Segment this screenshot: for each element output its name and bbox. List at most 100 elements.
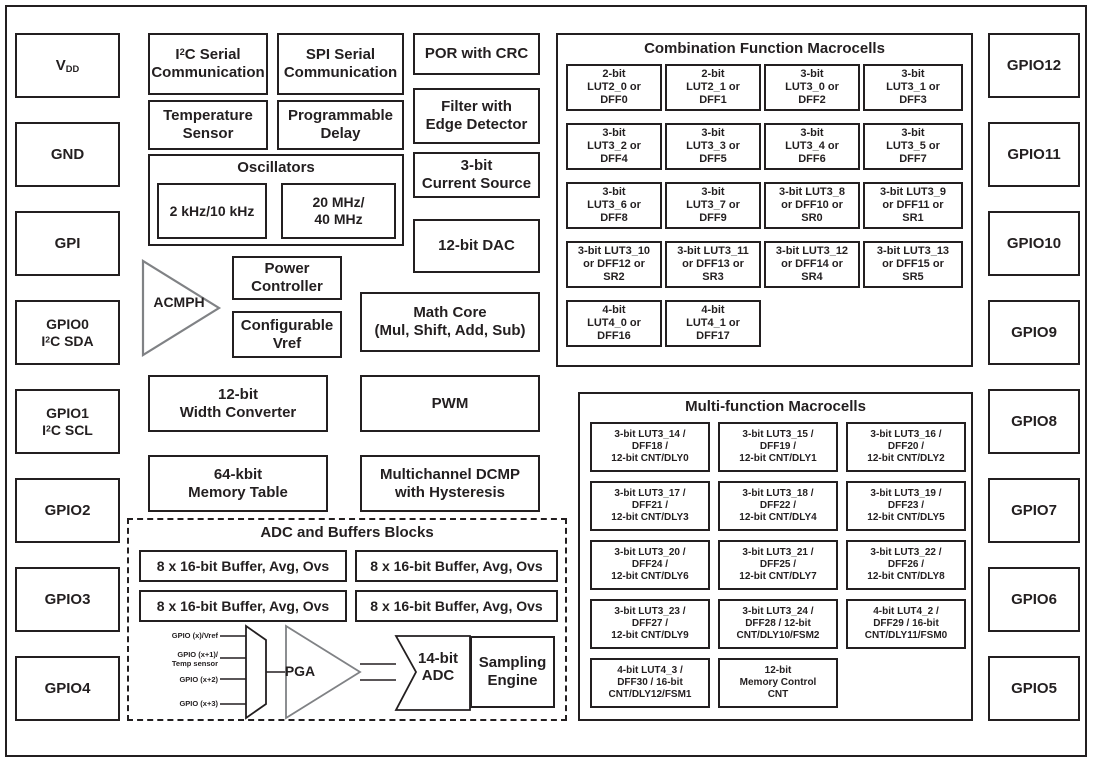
block-oscillator-high[interactable]: 20 MHz/ 40 MHz — [281, 183, 396, 239]
pin-gpi-label: GPI — [54, 234, 81, 252]
block-por-with-crc[interactable]: POR with CRC — [413, 33, 540, 75]
macrocell-lut2-0[interactable]: 2-bit LUT2_0 or DFF0 — [566, 64, 662, 111]
macrocell-label: 3-bit LUT3_4 or DFF6 — [785, 127, 839, 165]
macrocell-lut3-13[interactable]: 3-bit LUT3_13 or DFF15 or SR5 — [863, 241, 963, 288]
macrocell-lut3-3[interactable]: 3-bit LUT3_3 or DFF5 — [665, 123, 761, 170]
block-programmable-delay[interactable]: Programmable Delay — [277, 100, 404, 150]
mf-macrocell-lut3-20[interactable]: 3-bit LUT3_20 / DFF24 / 12-bit CNT/DLY6 — [590, 540, 710, 590]
mf-macrocell-lut3-16[interactable]: 3-bit LUT3_16 / DFF20 / 12-bit CNT/DLY2 — [846, 422, 966, 472]
block-acmph-comparator[interactable] — [140, 258, 222, 358]
macrocell-lut3-10[interactable]: 3-bit LUT3_10 or DFF12 or SR2 — [566, 241, 662, 288]
mf-macrocell-label: 3-bit LUT3_20 / DFF24 / 12-bit CNT/DLY6 — [611, 547, 689, 582]
block-oscillator-low[interactable]: 2 kHz/10 kHz — [157, 183, 267, 239]
pin-gpio6[interactable]: GPIO6 — [988, 567, 1080, 632]
mf-macrocell-lut3-15[interactable]: 3-bit LUT3_15 / DFF19 / 12-bit CNT/DLY1 — [718, 422, 838, 472]
block-filter-with-edge-detector-label: Filter with Edge Detector — [425, 98, 528, 133]
pin-gnd-label: GND — [50, 145, 85, 163]
mf-macrocell-lut4-2[interactable]: 4-bit LUT4_2 / DFF29 / 16-bit CNT/DLY11/… — [846, 599, 966, 649]
macrocell-lut3-2[interactable]: 3-bit LUT3_2 or DFF4 — [566, 123, 662, 170]
block-multichannel-dcmp[interactable]: Multichannel DCMP with Hysteresis — [360, 455, 540, 512]
block-por-with-crc-label: POR with CRC — [424, 45, 529, 63]
pin-vdd-label: VDD — [55, 56, 80, 74]
mf-macrocell-lut3-23[interactable]: 3-bit LUT3_23 / DFF27 / 12-bit CNT/DLY9 — [590, 599, 710, 649]
macrocell-label: 3-bit LUT3_5 or DFF7 — [886, 127, 940, 165]
mf-macrocell-lut3-24[interactable]: 3-bit LUT3_24 / DFF28 / 12-bit CNT/DLY10… — [718, 599, 838, 649]
macrocell-lut3-7[interactable]: 3-bit LUT3_7 or DFF9 — [665, 182, 761, 229]
macrocell-lut4-1[interactable]: 4-bit LUT4_1 or DFF17 — [665, 300, 761, 347]
pin-gpio10[interactable]: GPIO10 — [988, 211, 1080, 276]
adc-buffer-0[interactable]: 8 x 16-bit Buffer, Avg, Ovs — [139, 550, 347, 582]
group-multifunction-title: Multi-function Macrocells — [685, 398, 866, 415]
pin-gpio3[interactable]: GPIO3 — [15, 567, 120, 632]
pin-gpio11-label: GPIO11 — [1007, 145, 1061, 163]
mf-macrocell-lut3-22[interactable]: 3-bit LUT3_22 / DFF26 / 12-bit CNT/DLY8 — [846, 540, 966, 590]
macrocell-lut3-6[interactable]: 3-bit LUT3_6 or DFF8 — [566, 182, 662, 229]
block-spi-serial-communication[interactable]: SPI Serial Communication — [277, 33, 404, 95]
pin-gpio5[interactable]: GPIO5 — [988, 656, 1080, 721]
block-sampling-engine[interactable]: Sampling Engine — [470, 636, 555, 708]
mf-macrocell-memory-control-cnt[interactable]: 12-bit Memory Control CNT — [718, 658, 838, 708]
mf-macrocell-lut3-18[interactable]: 3-bit LUT3_18 / DFF22 / 12-bit CNT/DLY4 — [718, 481, 838, 531]
macrocell-lut3-8[interactable]: 3-bit LUT3_8 or DFF10 or SR0 — [764, 182, 860, 229]
macrocell-lut3-11[interactable]: 3-bit LUT3_11 or DFF13 or SR3 — [665, 241, 761, 288]
pin-gpio11[interactable]: GPIO11 — [988, 122, 1080, 187]
macrocell-lut3-4[interactable]: 3-bit LUT3_4 or DFF6 — [764, 123, 860, 170]
pin-vdd[interactable]: VDD — [15, 33, 120, 98]
block-math-core[interactable]: Math Core (Mul, Shift, Add, Sub) — [360, 292, 540, 352]
macrocell-lut3-0[interactable]: 3-bit LUT3_0 or DFF2 — [764, 64, 860, 111]
block-configurable-vref[interactable]: Configurable Vref — [232, 311, 342, 358]
pin-gpio3-label: GPIO3 — [44, 590, 91, 608]
pin-gpio12[interactable]: GPIO12 — [988, 33, 1080, 98]
pin-gpio9-label: GPIO9 — [1011, 323, 1057, 341]
mf-macrocell-label: 3-bit LUT3_23 / DFF27 / 12-bit CNT/DLY9 — [611, 606, 689, 641]
block-pwm-label: PWM — [431, 394, 469, 412]
macrocell-lut4-0[interactable]: 4-bit LUT4_0 or DFF16 — [566, 300, 662, 347]
mf-macrocell-lut4-3[interactable]: 4-bit LUT4_3 / DFF30 / 16-bit CNT/DLY12/… — [590, 658, 710, 708]
macrocell-lut3-5[interactable]: 3-bit LUT3_5 or DFF7 — [863, 123, 963, 170]
mf-macrocell-label: 4-bit LUT4_2 / DFF29 / 16-bit CNT/DLY11/… — [864, 606, 948, 641]
macrocell-label: 3-bit LUT3_10 or DFF12 or SR2 — [577, 245, 651, 283]
pin-gpio12-label: GPIO12 — [1006, 56, 1062, 74]
macrocell-lut2-1[interactable]: 2-bit LUT2_1 or DFF1 — [665, 64, 761, 111]
pin-gpio10-label: GPIO10 — [1006, 234, 1062, 252]
mf-macrocell-label: 3-bit LUT3_24 / DFF28 / 12-bit CNT/DLY10… — [736, 606, 820, 641]
mf-macrocell-lut3-21[interactable]: 3-bit LUT3_21 / DFF25 / 12-bit CNT/DLY7 — [718, 540, 838, 590]
adc-buffer-3[interactable]: 8 x 16-bit Buffer, Avg, Ovs — [355, 590, 558, 622]
mf-macrocell-lut3-14[interactable]: 3-bit LUT3_14 / DFF18 / 12-bit CNT/DLY0 — [590, 422, 710, 472]
macrocell-lut3-9[interactable]: 3-bit LUT3_9 or DFF11 or SR1 — [863, 182, 963, 229]
block-width-converter-label: 12-bit Width Converter — [179, 385, 297, 421]
block-14bit-adc-label: 14-bit ADC — [417, 650, 458, 685]
block-filter-with-edge-detector[interactable]: Filter with Edge Detector — [413, 88, 540, 144]
block-memory-table[interactable]: 64-kbit Memory Table — [148, 455, 328, 512]
macrocell-label: 4-bit LUT4_1 or DFF17 — [686, 304, 740, 342]
pin-gnd[interactable]: GND — [15, 122, 120, 187]
block-pwm[interactable]: PWM — [360, 375, 540, 432]
macrocell-lut3-12[interactable]: 3-bit LUT3_12 or DFF14 or SR4 — [764, 241, 860, 288]
mf-macrocell-lut3-17[interactable]: 3-bit LUT3_17 / DFF21 / 12-bit CNT/DLY3 — [590, 481, 710, 531]
mf-macrocell-label: 3-bit LUT3_19 / DFF23 / 12-bit CNT/DLY5 — [867, 488, 945, 523]
pin-gpio9[interactable]: GPIO9 — [988, 300, 1080, 365]
group-combination-title: Combination Function Macrocells — [644, 40, 885, 57]
block-current-source[interactable]: 3-bit Current Source — [413, 152, 540, 198]
adc-buffer-1[interactable]: 8 x 16-bit Buffer, Avg, Ovs — [355, 550, 558, 582]
pin-gpi[interactable]: GPI — [15, 211, 120, 276]
block-12bit-dac-label: 12-bit DAC — [438, 237, 515, 255]
block-12bit-dac[interactable]: 12-bit DAC — [413, 219, 540, 273]
pin-gpio2[interactable]: GPIO2 — [15, 478, 120, 543]
pin-gpio4[interactable]: GPIO4 — [15, 656, 120, 721]
pin-gpio8[interactable]: GPIO8 — [988, 389, 1080, 454]
adc-buffer-2[interactable]: 8 x 16-bit Buffer, Avg, Ovs — [139, 590, 347, 622]
block-width-converter[interactable]: 12-bit Width Converter — [148, 375, 328, 432]
block-temperature-sensor[interactable]: Temperature Sensor — [148, 100, 268, 150]
block-power-controller[interactable]: Power Controller — [232, 256, 342, 300]
block-spi-serial-communication-label: SPI Serial Communication — [283, 46, 398, 81]
macrocell-label: 3-bit LUT3_0 or DFF2 — [785, 68, 839, 106]
mf-macrocell-lut3-19[interactable]: 3-bit LUT3_19 / DFF23 / 12-bit CNT/DLY5 — [846, 481, 966, 531]
pin-gpio7[interactable]: GPIO7 — [988, 478, 1080, 543]
macrocell-lut3-1[interactable]: 3-bit LUT3_1 or DFF3 — [863, 64, 963, 111]
